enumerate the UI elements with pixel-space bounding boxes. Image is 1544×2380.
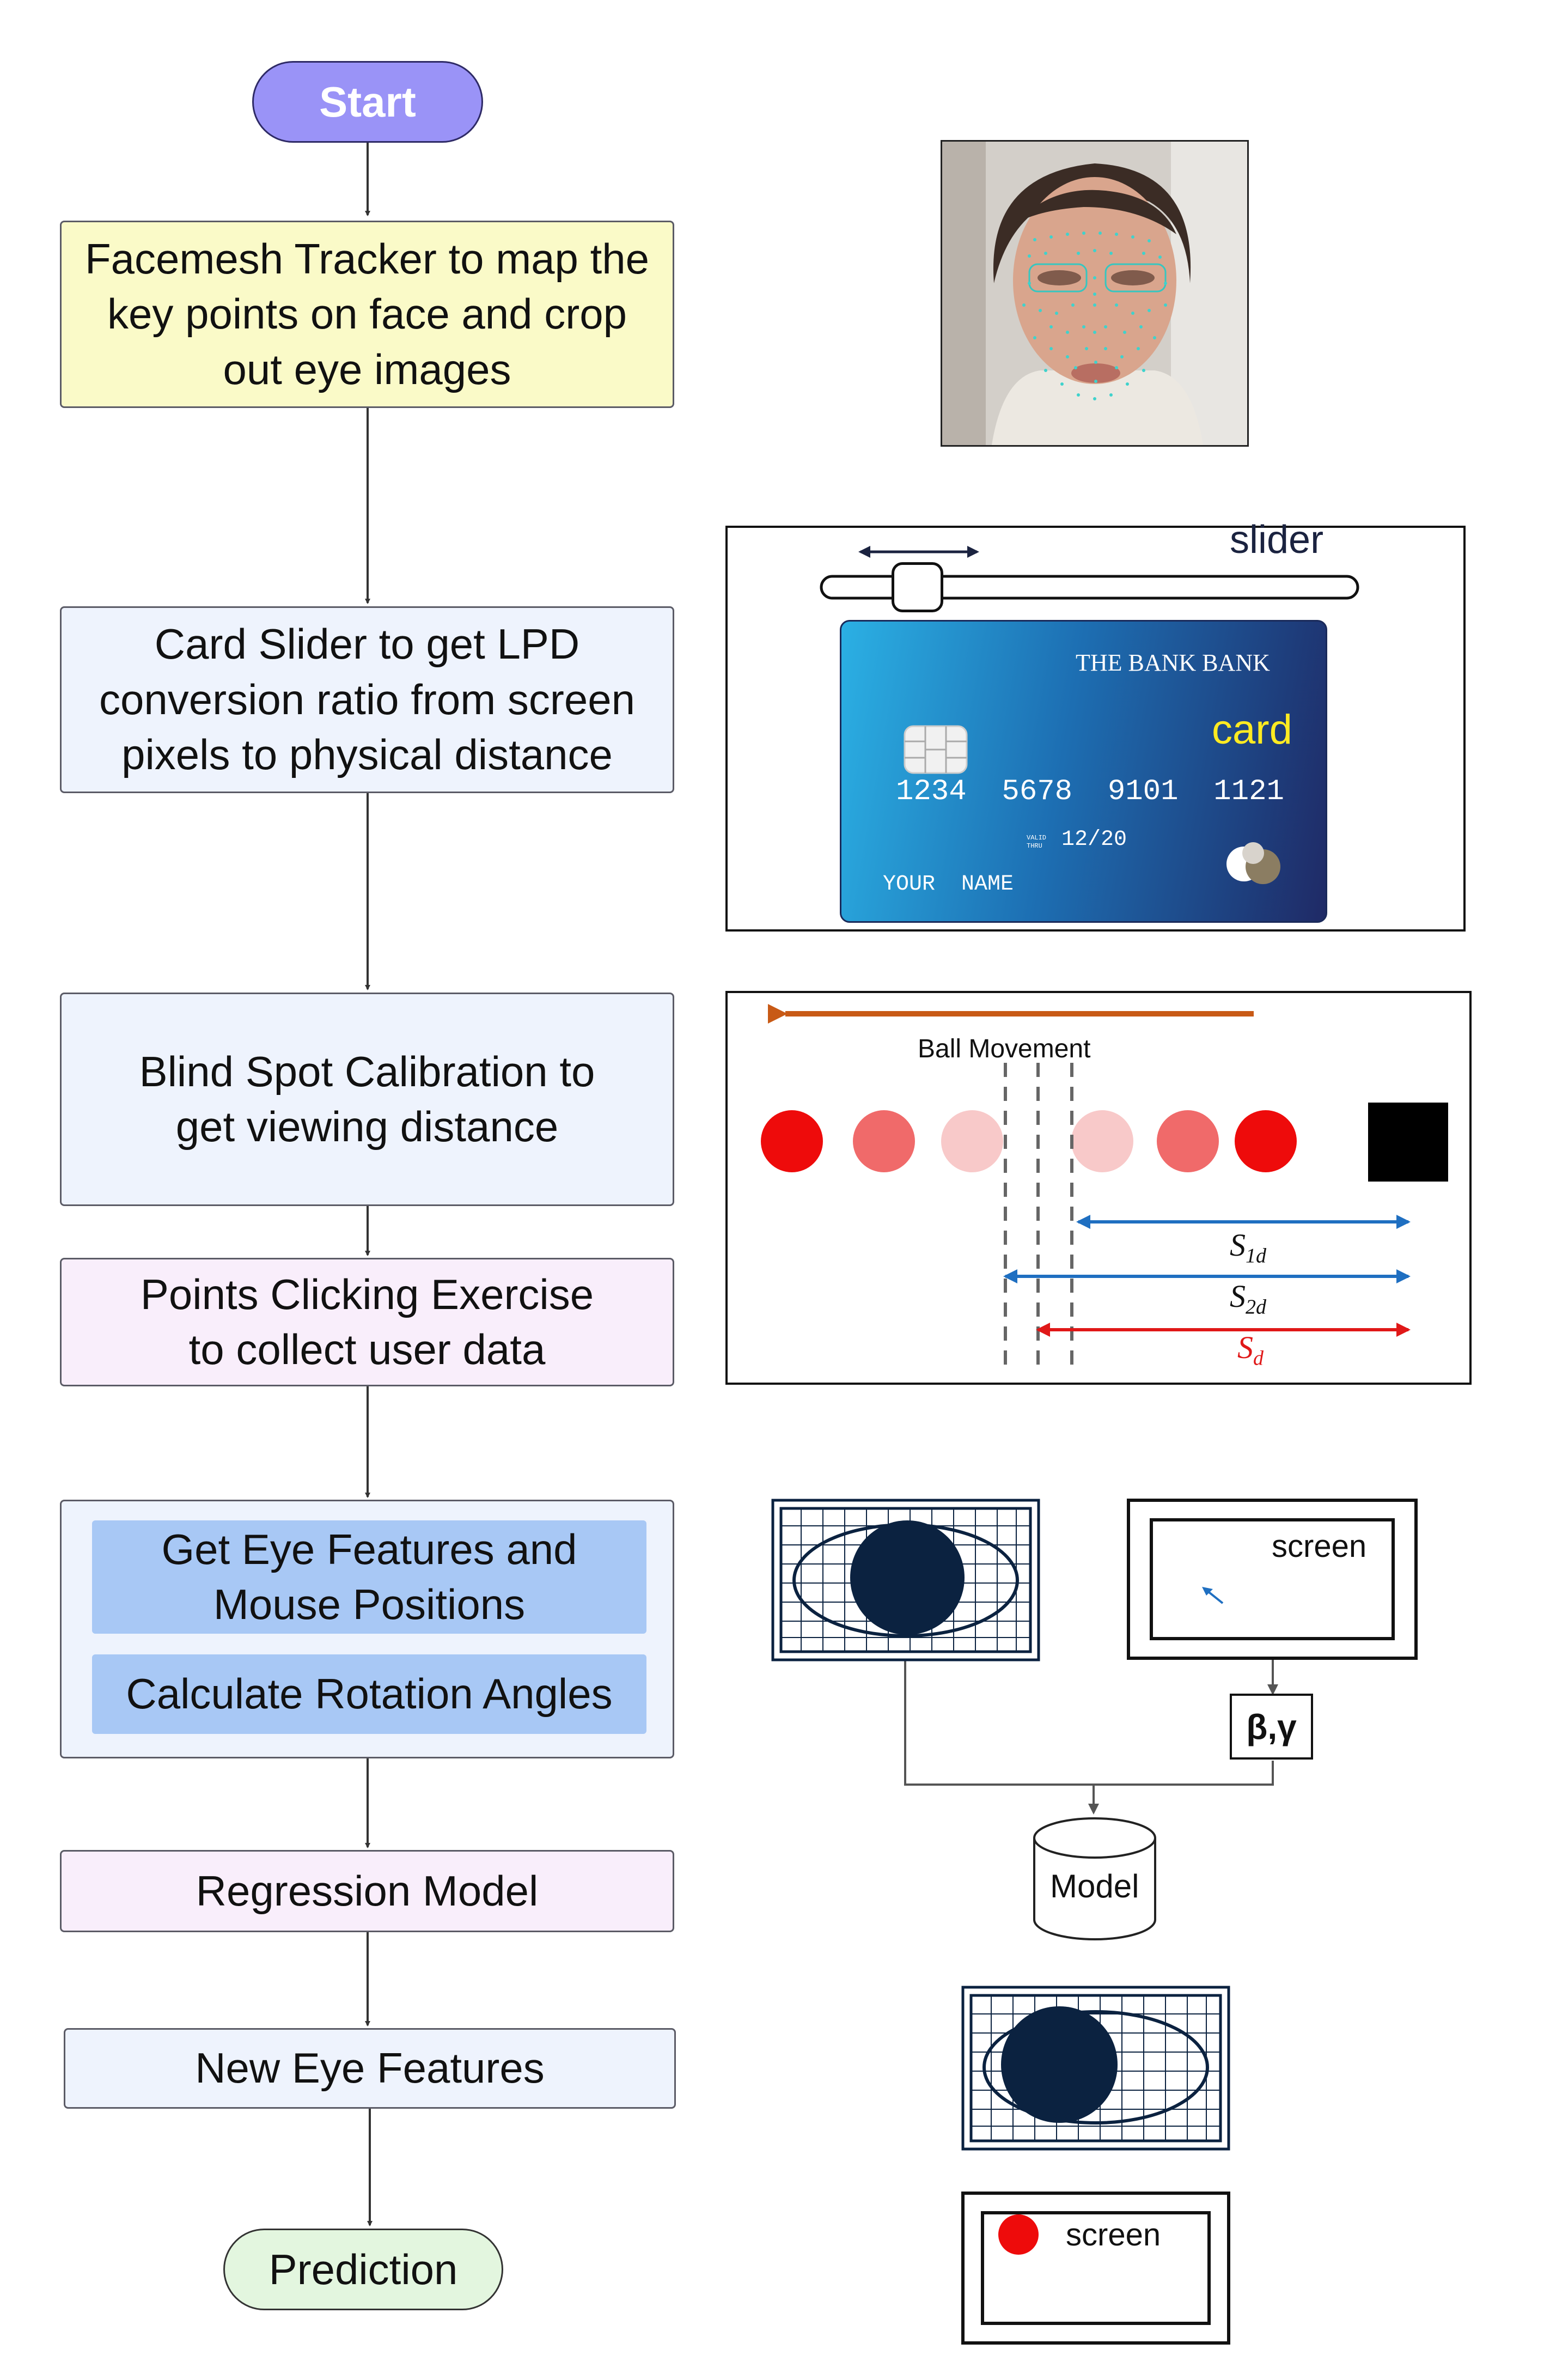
ball-left-1 (761, 1110, 823, 1172)
s2d-sub: 2d (1246, 1295, 1266, 1319)
ball-right-1 (1235, 1110, 1297, 1172)
screen-inner-frame (1150, 1518, 1395, 1640)
card-label: card (1212, 707, 1292, 753)
start-label: Start (319, 77, 416, 126)
prediction-screen-inner-frame (981, 2211, 1211, 2325)
step-card-slider: Card Slider to get LPD conversion ratio … (60, 606, 674, 793)
s1d-sub: 1d (1246, 1244, 1266, 1268)
step-blind-spot-label: Blind Spot Calibration to get viewing di… (139, 1047, 595, 1151)
step-eye-features: Get Eye Features and Mouse Positions (92, 1520, 646, 1634)
step-points-clicking: Points Clicking Exercise to collect user… (60, 1258, 674, 1386)
card-valid-label-1: VALID (1027, 834, 1047, 842)
prediction-node: Prediction (223, 2229, 503, 2310)
card-chip-icon (904, 725, 968, 774)
step-facemesh-label: Facemesh Tracker to map the key points o… (84, 234, 650, 393)
card-network-logo (1226, 842, 1280, 884)
s1d-main: S (1230, 1227, 1246, 1263)
model-label: Model (1050, 1868, 1139, 1904)
credit-card: THE BANK BANK card 1234 5678 9101 1121 V… (840, 620, 1327, 923)
cursor-arrow-icon (1202, 1587, 1224, 1604)
step-eye-features-label: Get Eye Features and Mouse Positions (161, 1525, 577, 1628)
eye-grid-icon (771, 1499, 1040, 1661)
ball-right-2 (1157, 1110, 1219, 1172)
slider-track (820, 575, 1359, 600)
ball-left-2 (853, 1110, 915, 1172)
step-blind-spot: Blind Spot Calibration to get viewing di… (60, 993, 674, 1206)
step-rotation-angles-label: Calculate Rotation Angles (126, 1670, 613, 1718)
slider-graphic (820, 546, 1359, 600)
sd-label: Sd (1237, 1329, 1264, 1371)
slider-label: slider (1230, 518, 1324, 562)
s2d-main: S (1230, 1279, 1246, 1314)
predicted-gaze-dot (998, 2214, 1039, 2255)
slider-thumb[interactable] (892, 562, 943, 612)
angles-label: β,γ (1246, 1707, 1297, 1746)
ball-right-3 (1071, 1110, 1133, 1172)
card-holder-name: YOUR NAME (883, 872, 1014, 897)
blind-spot-panel (725, 991, 1472, 1385)
screen-icon: screen (1127, 1499, 1418, 1660)
new-eye-grid-icon (961, 1986, 1230, 2151)
step-card-slider-label: Card Slider to get LPD conversion ratio … (99, 620, 636, 779)
ball-movement-label: Ball Movement (918, 1034, 1091, 1063)
step-new-eye-features: New Eye Features (64, 2028, 676, 2109)
prediction-label: Prediction (268, 2245, 458, 2293)
fixation-square (1368, 1103, 1448, 1182)
model-database-icon (1033, 1817, 1156, 1940)
screen-label: screen (1272, 1529, 1367, 1564)
card-expiry: 12/20 (1061, 827, 1127, 852)
step-rotation-angles: Calculate Rotation Angles (92, 1654, 646, 1734)
step-new-eye-features-label: New Eye Features (195, 2044, 545, 2092)
card-valid-label-2: THRU (1027, 842, 1042, 850)
face-photo (941, 140, 1249, 447)
ball-left-3 (941, 1110, 1003, 1172)
step-regression-model: Regression Model (60, 1850, 674, 1932)
eye-to-model-connector (904, 1658, 1099, 1815)
s1d-label: S1d (1230, 1227, 1266, 1268)
sd-main: S (1237, 1330, 1253, 1365)
prediction-screen-label: screen (1066, 2217, 1161, 2253)
step-regression-model-label: Regression Model (196, 1866, 539, 1915)
card-bank-name: THE BANK BANK (1076, 649, 1270, 676)
sd-sub: d (1253, 1347, 1264, 1370)
step-facemesh: Facemesh Tracker to map the key points o… (60, 221, 674, 408)
prediction-screen-icon: screen (961, 2192, 1230, 2345)
card-number: 1234 5678 9101 1121 (896, 775, 1284, 808)
s2d-label: S2d (1230, 1278, 1266, 1319)
angles-box: β,γ (1230, 1694, 1313, 1760)
start-node: Start (252, 61, 483, 143)
angles-to-model-connector (1094, 1761, 1274, 1786)
step-points-clicking-label: Points Clicking Exercise to collect user… (140, 1270, 594, 1373)
face-illustration (942, 142, 1247, 445)
blind-spot-graphic (761, 1004, 1448, 1372)
